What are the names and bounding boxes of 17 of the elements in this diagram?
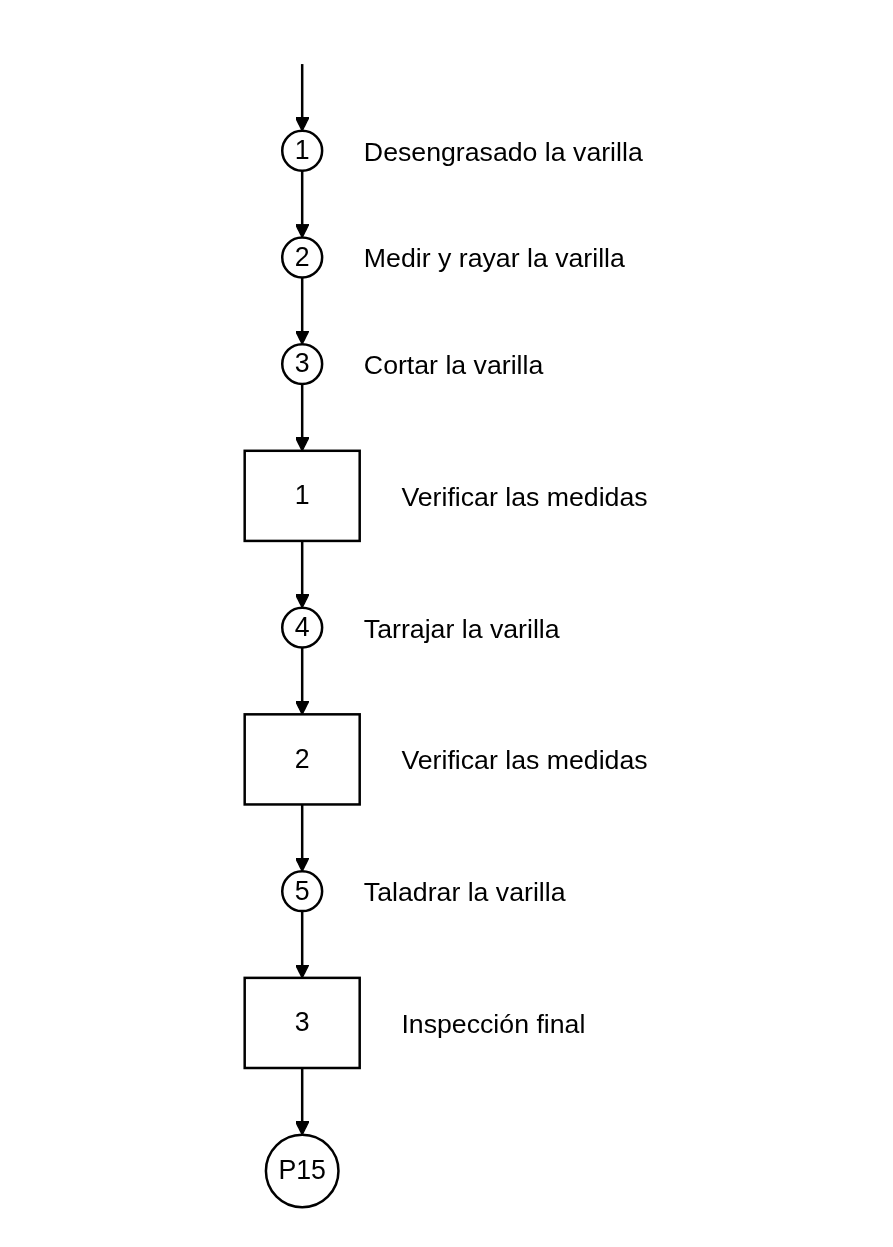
- step-description: Taladrar la varilla: [364, 876, 566, 907]
- operation-circle: P15: [265, 1133, 341, 1209]
- step-description: Tarrajar la varilla: [364, 613, 560, 644]
- operation-circle: 5: [281, 869, 324, 912]
- step-description: Verificar las medidas: [401, 744, 648, 775]
- operation-circle: 3: [281, 342, 324, 385]
- step-description: Desengrasado la varilla: [364, 136, 644, 167]
- operation-circle: 4: [281, 605, 324, 649]
- step-description: Medir y rayar la varilla: [364, 242, 626, 273]
- inspection-box: 2: [243, 712, 362, 806]
- operation-circle: 1: [281, 129, 324, 172]
- step-description: Inspección final: [401, 1008, 586, 1039]
- step-description: Verificar las medidas: [401, 481, 648, 512]
- step-description: Cortar la varilla: [364, 349, 544, 380]
- inspection-box: 3: [243, 976, 362, 1069]
- operation-circle: 2: [281, 235, 324, 279]
- inspection-box: 1: [243, 449, 362, 542]
